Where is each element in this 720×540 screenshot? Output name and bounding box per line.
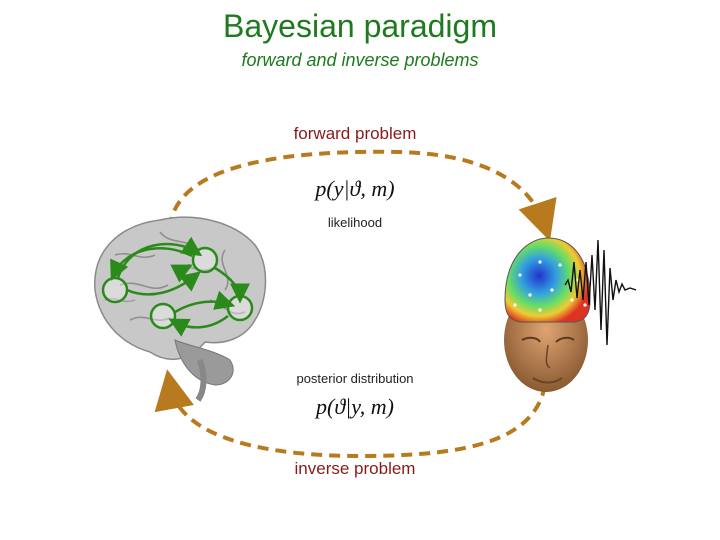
forward-arrow — [168, 149, 557, 242]
posterior-formula: p(ϑ|y, m) — [316, 394, 394, 419]
network-graph — [101, 236, 254, 337]
inverse-arrow — [154, 369, 547, 459]
page-subtitle: forward and inverse problems — [241, 50, 479, 70]
likelihood-label: likelihood — [327, 215, 383, 230]
head-eeg-illustration — [504, 237, 591, 392]
likelihood-formula: p(y|ϑ, m) — [315, 176, 395, 201]
network-node — [191, 246, 219, 274]
page-title: Bayesian paradigm — [223, 8, 497, 44]
forward-problem-label: forward problem — [293, 124, 417, 143]
eeg-signal-trace — [564, 239, 637, 346]
posterior-distribution-label: posterior distribution — [296, 371, 414, 386]
inverse-problem-label: inverse problem — [294, 459, 416, 478]
network-node — [149, 302, 177, 330]
network-node — [101, 276, 129, 304]
network-node — [226, 294, 254, 322]
